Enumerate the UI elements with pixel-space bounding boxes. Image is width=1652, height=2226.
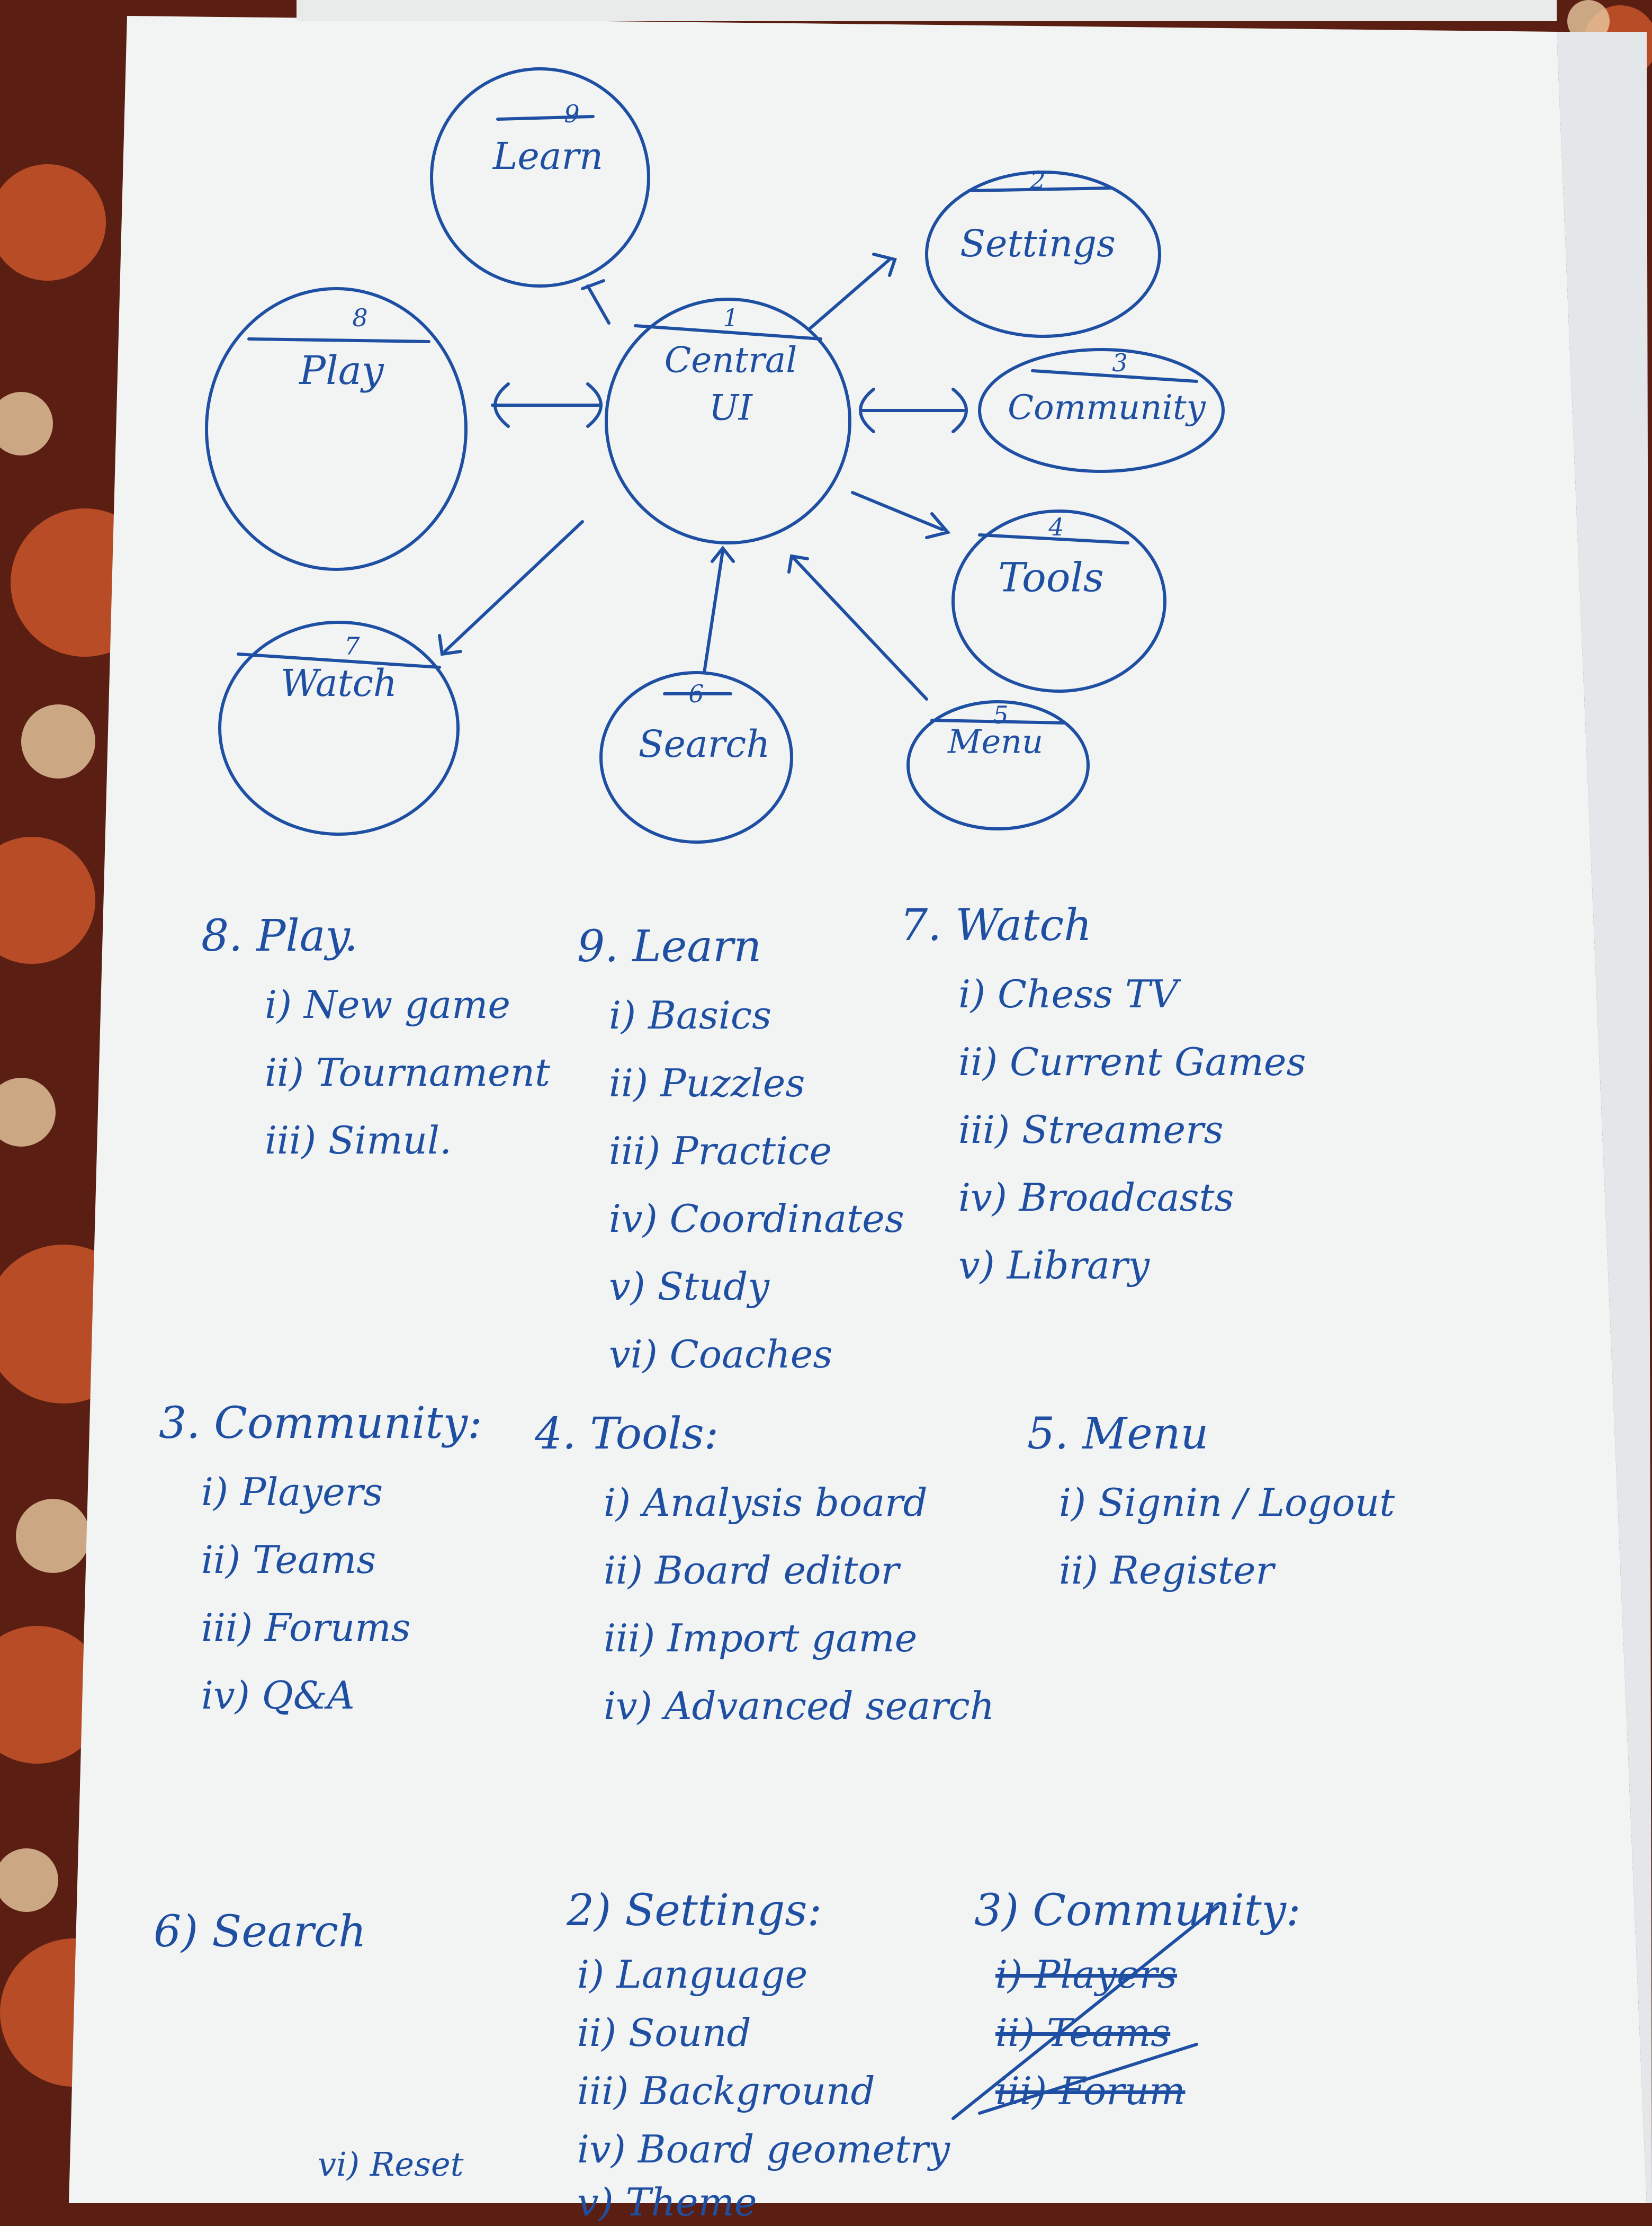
central-ui-label-line2: UI — [709, 387, 752, 428]
search-node — [599, 671, 793, 844]
arrow-watch — [443, 520, 584, 653]
node-label-learn: Learn — [492, 135, 604, 178]
settings-node — [925, 171, 1161, 338]
arrow-menu — [793, 557, 928, 701]
arrow-settings — [809, 258, 891, 330]
list-item: iii) Forums — [201, 1605, 411, 1650]
list-item: ii) Teams — [995, 2010, 1171, 2055]
section-learn: 9. Learn i) Basics ii) Puzzles iii) Prac… — [577, 922, 904, 1388]
list-item: iii) Background — [577, 2069, 875, 2113]
list-item: i) Basics — [609, 993, 772, 1038]
arrow-learn — [586, 284, 610, 325]
tools-node — [951, 509, 1166, 693]
node-label-watch: Watch — [280, 661, 398, 705]
node-label-settings: Settings — [960, 222, 1116, 265]
section-community-struck: 3) Community: i) Players ii) Teams iii) … — [974, 1885, 1301, 2120]
section-tools: 4. Tools: i) Analysis board ii) Board ed… — [535, 1409, 994, 1740]
menu-node — [906, 700, 1090, 830]
node-label-search: Search — [638, 722, 770, 766]
list-item: ii) Current Games — [958, 1040, 1306, 1084]
settings-extra-item: vi) Reset — [318, 2145, 464, 2184]
section-title-community-struck: 3) Community: — [974, 1885, 1301, 1936]
node-number-settings: 2 — [1030, 166, 1046, 194]
node-number-search: 6 — [688, 680, 704, 708]
list-item: iii) Practice — [609, 1129, 832, 1173]
section-search: 6) Search — [154, 1907, 366, 1966]
node-label-community: Community — [1008, 388, 1206, 427]
list-item: iii) Streamers — [958, 1107, 1224, 1152]
list-item: ii) Register — [1059, 1548, 1274, 1593]
node-number-community: 3 — [1112, 348, 1128, 377]
section-watch: 7. Watch i) Chess TV ii) Current Games i… — [900, 900, 1306, 1299]
list-item: ii) Puzzles — [609, 1061, 805, 1105]
section-menu: 5. Menu i) Signin / Logout ii) Register — [1027, 1409, 1395, 1604]
node-number-menu: 5 — [993, 701, 1009, 729]
list-item: iii) Simul. — [265, 1118, 452, 1163]
list-item: ii) Sound — [577, 2010, 751, 2055]
list-item: iii) Forum — [995, 2069, 1186, 2113]
list-item: iv) Q&A — [201, 1673, 355, 1718]
list-item: iv) Advanced search — [604, 1684, 995, 1728]
list-item: i) Chess TV — [958, 972, 1178, 1016]
community-node — [978, 348, 1225, 473]
section-settings: 2) Settings: i) Language ii) Sound iii) … — [567, 1885, 950, 2226]
section-community: 3. Community: i) Players ii) Teams iii) … — [159, 1398, 482, 1729]
list-item: iv) Broadcasts — [958, 1175, 1234, 1220]
node-number-tools: 4 — [1048, 513, 1064, 541]
list-item: vi) Coaches — [609, 1332, 833, 1376]
list-item: i) Analysis board — [604, 1480, 928, 1525]
watch-node — [218, 621, 460, 836]
list-item: i) Signin / Logout — [1059, 1480, 1395, 1525]
list-item: i) Players — [995, 1952, 1178, 1997]
list-item: iv) Coordinates — [609, 1196, 904, 1241]
list-item: iii) Import game — [604, 1616, 918, 1660]
list-item: ii) Tournament — [265, 1050, 551, 1095]
list-item: v) Library — [958, 1243, 1150, 1288]
play-node — [205, 287, 468, 571]
node-label-tools: Tools — [998, 553, 1104, 601]
node-number-learn: 9 — [564, 100, 580, 128]
central-ui-label-line1: Central — [664, 339, 797, 381]
node-label-play: Play — [299, 348, 384, 394]
list-item: i) New game — [265, 982, 511, 1027]
section-title-tools: 4. Tools: — [535, 1409, 719, 1459]
section-play: 8. Play. i) New game ii) Tournament iii)… — [201, 911, 550, 1174]
list-item: iv) Board geometry — [577, 2127, 950, 2171]
section-title-play: 8. Play. — [201, 911, 358, 961]
list-item: i) Language — [577, 1952, 808, 1997]
section-title-menu: 5. Menu — [1027, 1409, 1209, 1459]
section-title-settings: 2) Settings: — [567, 1885, 822, 1936]
list-item: ii) Board editor — [604, 1548, 900, 1593]
central-ui-node — [605, 298, 851, 544]
list-item: i) Players — [201, 1470, 383, 1514]
section-title-search: 6) Search — [154, 1907, 366, 1957]
arrow-search — [703, 549, 724, 674]
list-item: v) Study — [609, 1264, 770, 1309]
node-number-play: 8 — [352, 303, 368, 332]
section-title-watch: 7. Watch — [900, 900, 1092, 951]
arrow-tools — [851, 491, 944, 531]
node-number-central: 1 — [723, 303, 739, 332]
learn-node — [430, 67, 650, 288]
section-title-community: 3. Community: — [159, 1398, 482, 1449]
list-item: v) Theme — [577, 2180, 757, 2224]
node-label-menu: Menu — [947, 722, 1044, 761]
section-title-learn: 9. Learn — [577, 922, 762, 972]
node-number-watch: 7 — [344, 632, 360, 660]
list-item: ii) Teams — [201, 1537, 376, 1582]
